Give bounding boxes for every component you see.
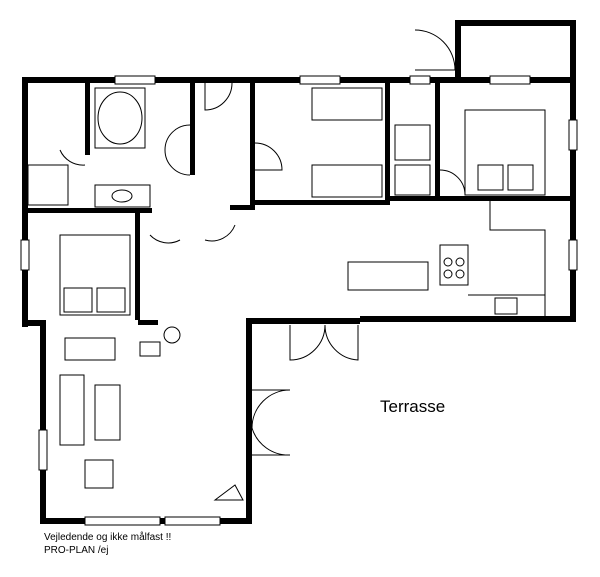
windows [20,75,578,526]
furniture [27,87,546,501]
author-text: PRO-PLAN /ej [44,545,109,556]
disclaimer-text: Vejledende og ikke målfast !! [44,532,172,543]
terrace-label: Terrasse [380,397,446,416]
plan-note: Vejledende og ikke målfast !! PRO-PLAN /… [44,531,171,557]
doors [59,29,466,456]
interior-walls [22,80,575,325]
exterior-walls [22,20,576,524]
